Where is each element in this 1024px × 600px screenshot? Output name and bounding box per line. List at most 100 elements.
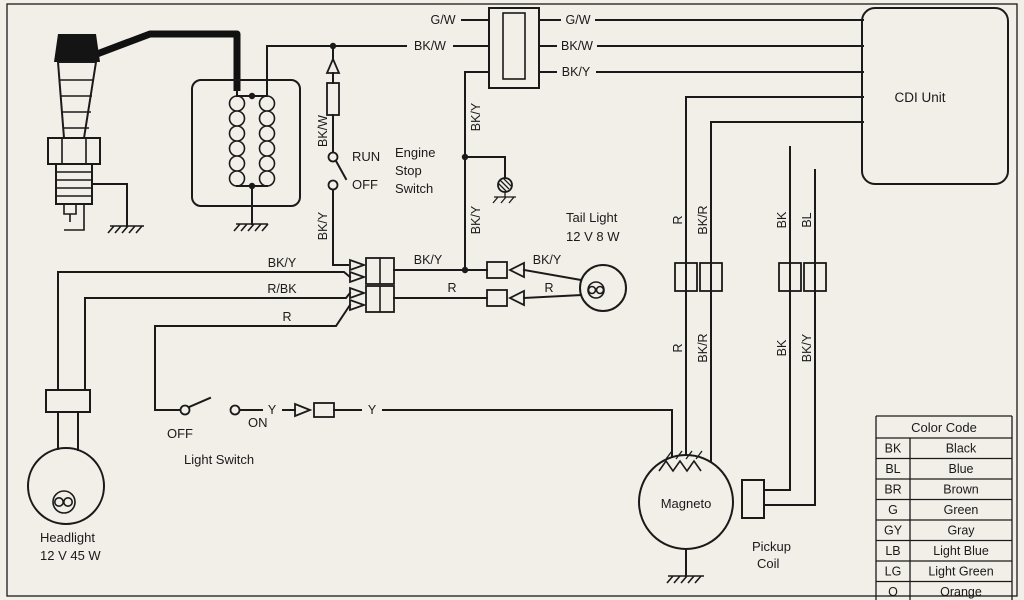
- filament-loops: [587, 285, 605, 295]
- color-name: Green: [944, 503, 979, 517]
- bullet-connector-icon: [325, 56, 341, 74]
- tail-light: Tail Light 12 V 8 W: [566, 210, 627, 312]
- junction-dot: [248, 92, 256, 100]
- connector-inner: [502, 12, 526, 80]
- light-switch-label: Light Switch: [184, 452, 254, 467]
- color-code: LB: [885, 544, 900, 558]
- connector-housing: [674, 262, 698, 292]
- ignition-coil: [191, 79, 301, 232]
- wire-label-bky-switch: BK/Y: [316, 211, 330, 240]
- engine-stop-switch-label-3: Switch: [395, 181, 433, 196]
- coil-windings: [228, 95, 276, 187]
- wire-label-bl-upper: BL: [800, 212, 814, 227]
- spark-plug-boot: [54, 34, 100, 62]
- magneto-label: Magneto: [661, 496, 712, 511]
- wire-label-bky-cdi: BK/Y: [562, 65, 591, 79]
- wire-label-bky-mid: BK/Y: [414, 253, 443, 267]
- hex-facets: [61, 138, 87, 164]
- ground-icon: [666, 575, 704, 584]
- pickup-coil-body: [741, 479, 765, 519]
- junction-connector: [488, 7, 540, 89]
- wire-label-bkr-upper: BK/R: [696, 205, 710, 234]
- left-harness-wires: [57, 271, 352, 411]
- bullet-connector-icon: [507, 261, 525, 279]
- bullet-connector-icon: [349, 270, 367, 284]
- wire-label-bkw-left: BK/W: [414, 39, 446, 53]
- light-switch-off-label: OFF: [167, 426, 193, 441]
- top-harness-wires: [266, 19, 864, 271]
- connector-housing: [486, 261, 508, 279]
- color-code: GY: [884, 524, 903, 538]
- magneto: Magneto: [638, 450, 734, 584]
- bullet-connector-icon: [349, 286, 367, 300]
- ring-ground: [492, 177, 516, 204]
- tail-light-rating: 12 V 8 W: [566, 229, 620, 244]
- color-code: BR: [884, 483, 901, 497]
- on-contact: [229, 404, 241, 416]
- color-name: Brown: [943, 483, 978, 497]
- cdi-box: [861, 7, 1009, 185]
- headlight-bulb: [27, 447, 105, 525]
- wire-label-r-upper: R: [671, 215, 685, 224]
- connector-housing: [803, 262, 827, 292]
- tail-light-circuit: BK/Y R BK/Y R: [393, 153, 583, 307]
- color-code: BL: [885, 462, 900, 476]
- engine-stop-switch-label-2: Stop: [395, 163, 422, 178]
- wire-label-gw-cdi: G/W: [566, 13, 591, 27]
- connector-housing: [778, 262, 802, 292]
- wire-label-bky-lower: BK/Y: [800, 333, 814, 362]
- off-contact: [327, 179, 339, 191]
- headlight-leads: [57, 411, 79, 451]
- engine-stop-switch-label-1: Engine: [395, 145, 435, 160]
- filament-loops: [53, 497, 73, 507]
- wire-label-bk-upper: BK: [775, 211, 789, 228]
- wire-label-bk-lower: BK: [775, 339, 789, 356]
- wire-label-gw-left: G/W: [431, 13, 456, 27]
- page-border: [6, 3, 1018, 597]
- color-code: G: [888, 503, 898, 517]
- magneto-winding-hatch: [665, 450, 703, 460]
- color-code: BK: [885, 442, 902, 456]
- tail-light-name: Tail Light: [566, 210, 618, 225]
- headlight: Headlight 12 V 45 W: [27, 389, 105, 563]
- wire-label-y-1: Y: [268, 403, 277, 417]
- off-label: OFF: [352, 177, 378, 192]
- wire-label-r-tail: R: [544, 281, 553, 295]
- color-code: LG: [885, 565, 902, 579]
- headlight-name: Headlight: [40, 530, 95, 545]
- wire-label-bky-vertical-lower: BK/Y: [469, 205, 483, 234]
- tail-light-bulb: [579, 264, 627, 312]
- wire-label-bky-vertical-upper: BK/Y: [469, 102, 483, 131]
- color-name: Light Blue: [933, 544, 989, 558]
- ground-icon: [233, 223, 269, 232]
- wire-label-bky-tail: BK/Y: [533, 253, 562, 267]
- connector-body: [488, 7, 540, 89]
- wire-label-rbk-left: R/BK: [267, 282, 297, 296]
- off-contact: [179, 404, 191, 416]
- cdi-label: CDI Unit: [894, 90, 945, 105]
- magneto-harness: R BK/R BK BL R BK/R BK BK/Y: [671, 96, 864, 506]
- wire-label-bkr-lower: BK/R: [696, 333, 710, 362]
- cdi-unit: CDI Unit: [861, 7, 1009, 185]
- wire-label-r-left: R: [282, 310, 291, 324]
- headlight-rating: 12 V 45 W: [40, 548, 101, 563]
- junction-dot: [329, 42, 337, 50]
- run-contact: [327, 151, 339, 163]
- color-name: Orange: [940, 585, 982, 599]
- junction-dot: [461, 266, 469, 274]
- junction-dot: [248, 182, 256, 190]
- color-code-title: Color Code: [911, 420, 977, 435]
- headlight-filament: [52, 490, 76, 514]
- spark-plug-cable: [95, 30, 241, 91]
- connector-housing: [313, 402, 335, 418]
- magneto-winding-icon: [658, 459, 702, 473]
- light-switch: Y Y OFF ON Light Switch: [154, 396, 673, 467]
- wire-label-bkw-switch: BK/W: [316, 115, 330, 147]
- bullet-connector-icon: [349, 298, 367, 312]
- bullet-connector-icon: [349, 258, 367, 272]
- stop-switch-wires: [332, 45, 349, 266]
- connector-housing: [699, 262, 723, 292]
- wire-label-y-2: Y: [368, 403, 377, 417]
